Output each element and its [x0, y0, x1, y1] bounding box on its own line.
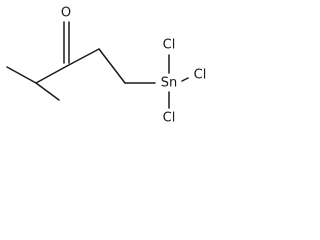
- atom-chlorine-bottom: Cl: [163, 111, 176, 126]
- chemical-structure: O Sn Cl Cl Cl: [6, 6, 207, 126]
- bond-carbonyl-ch2: [66, 48, 100, 67]
- bond-sn-cl-right: [181, 77, 189, 82]
- atom-chlorine-right: Cl: [194, 68, 207, 83]
- atom-oxygen: O: [61, 6, 71, 21]
- bond-methyl-top: [6, 66, 37, 84]
- bond-isopropyl-carbonyl: [35, 65, 68, 84]
- bond-ch2-ch2: [98, 48, 126, 84]
- atom-chlorine-top: Cl: [163, 38, 176, 53]
- atom-tin: Sn: [161, 76, 178, 91]
- bond-methyl-bottom: [35, 82, 60, 101]
